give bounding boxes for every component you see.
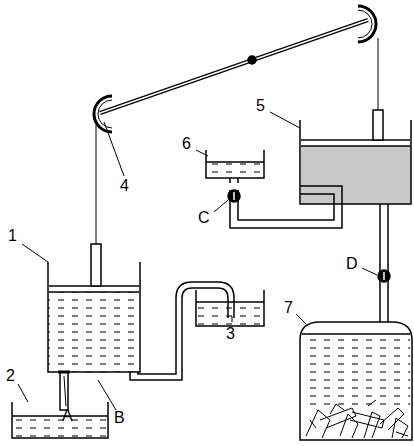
callout-label: 1 [8,228,17,244]
callout-label: C [198,210,210,226]
callout-label: D [346,256,358,272]
callout-label: B [114,410,125,426]
callout-label: 6 [182,136,191,152]
callout-label: 3 [226,326,235,342]
callout-label: 2 [6,368,15,384]
callout-label: 7 [284,300,293,316]
callout-label: 5 [256,98,265,114]
callout-label: 4 [120,178,129,194]
callout-label: A [62,408,73,424]
